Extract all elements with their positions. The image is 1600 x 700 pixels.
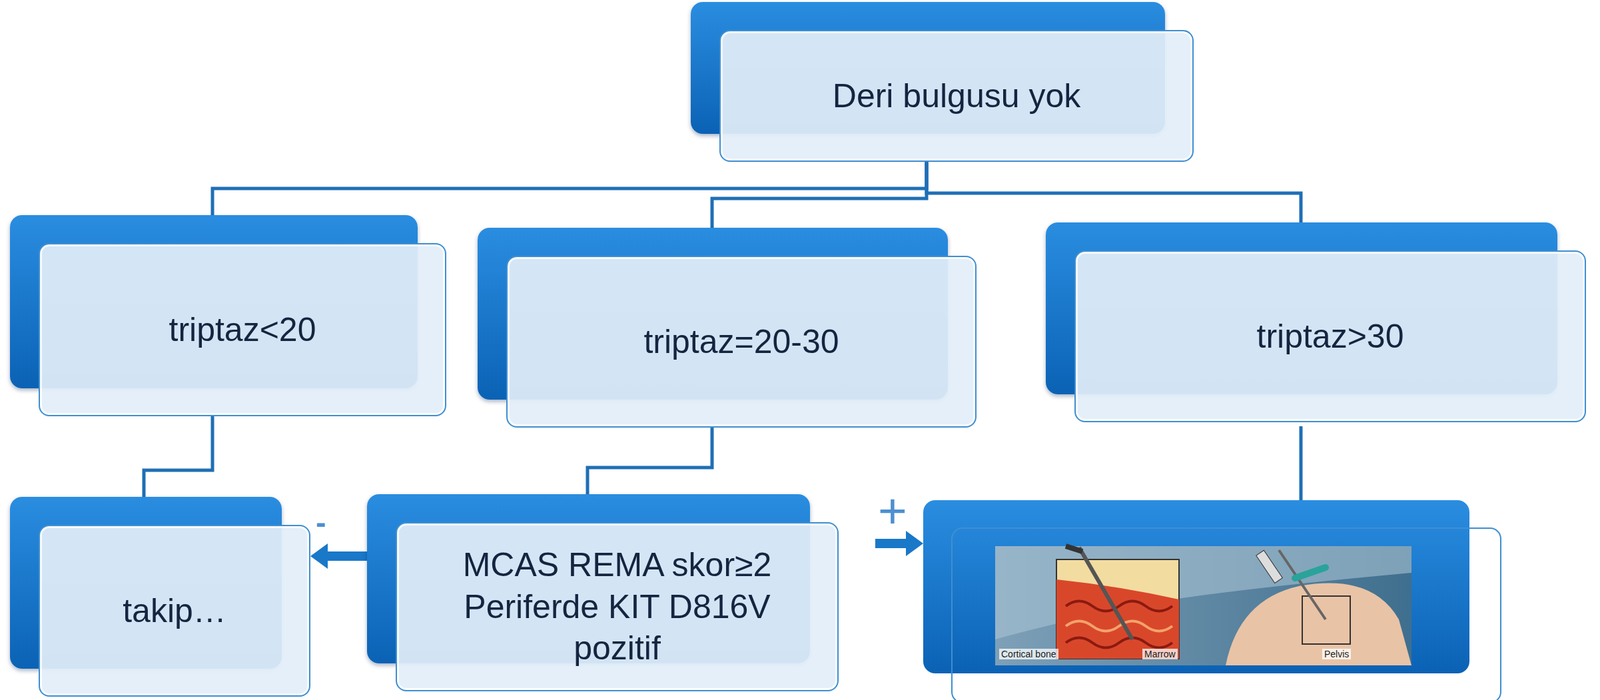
sign-label: + — [877, 486, 908, 537]
process-box: takip… — [9, 496, 311, 697]
box-text: triptaz=20-30 — [643, 321, 839, 364]
process-box: triptaz=20-30 — [477, 227, 977, 428]
block-arrow — [310, 543, 368, 569]
box-text: Deri bulgusu yok — [832, 75, 1081, 118]
box-text: MCAS REMA skor≥2 Periferde KIT D816V poz… — [444, 544, 791, 670]
process-box: triptaz>30 — [1045, 222, 1587, 423]
tree-line — [143, 416, 213, 497]
tree-line — [712, 161, 927, 228]
process-box: triptaz<20 — [9, 215, 447, 417]
box-face: triptaz=20-30 — [506, 255, 977, 428]
box-text: triptaz<20 — [169, 309, 317, 352]
process-box: MCAS REMA skor≥2 Periferde KIT D816V poz… — [367, 494, 839, 692]
box-text: takip… — [122, 590, 227, 633]
tree-line — [926, 161, 1301, 223]
biopsy-illustration — [995, 546, 1412, 666]
illustration-label: Marrow — [1142, 648, 1178, 660]
image-box-frame — [951, 528, 1501, 700]
tree-line — [587, 427, 713, 495]
illustration-label: Cortical bone — [999, 648, 1059, 660]
box-face: triptaz>30 — [1074, 250, 1587, 423]
tree-line — [212, 161, 927, 216]
box-text: triptaz>30 — [1256, 315, 1405, 358]
box-face: triptaz<20 — [38, 243, 447, 417]
image-box-back — [923, 500, 1470, 674]
illustration-label: Pelvis — [1322, 648, 1351, 660]
box-face: MCAS REMA skor≥2 Periferde KIT D816V poz… — [395, 522, 839, 692]
edge-label: - — [315, 504, 326, 541]
tree-line — [1299, 426, 1303, 501]
box-face: Deri bulgusu yok — [719, 29, 1194, 162]
box-face: takip… — [38, 524, 311, 697]
process-box: Deri bulgusu yok — [690, 1, 1194, 162]
